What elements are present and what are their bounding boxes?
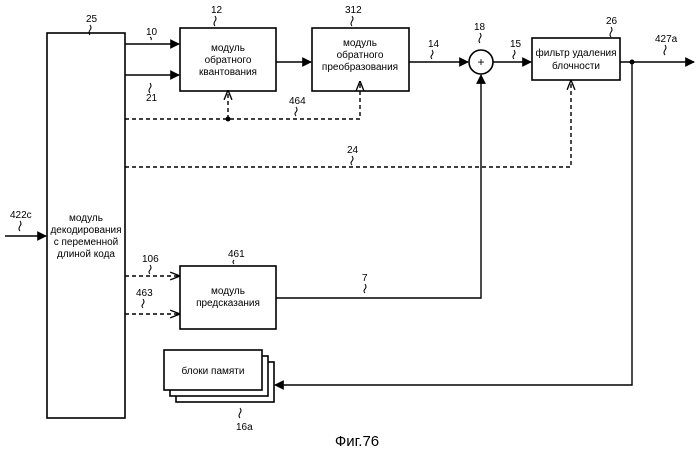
signal-7-arrow: [276, 75, 481, 298]
memory-blocks-stack: блоки памяти: [164, 350, 274, 402]
signal-464-junction: [226, 117, 231, 122]
ref-memory: 16a: [236, 422, 253, 433]
adder-symbol: +: [477, 55, 484, 69]
vld-block: модуль декодирования с переменной длиной…: [47, 33, 125, 418]
inv-quant-line-3: квантования: [199, 67, 257, 78]
ref-inv-quant: 12: [211, 5, 223, 16]
ref-prediction: 461: [228, 249, 245, 260]
ref-sig21: 21: [146, 93, 158, 104]
prediction-line-1: модуль: [211, 286, 245, 297]
inverse-quantization-block: модуль обратного квантования: [180, 28, 276, 91]
figure-caption: Фиг.76: [335, 433, 379, 449]
vld-line-1: модуль: [69, 213, 103, 224]
inverse-transform-block: модуль обратного преобразования: [312, 28, 409, 91]
ref-sig14: 14: [428, 39, 440, 50]
inv-transform-line-2: обратного: [337, 49, 384, 61]
ref-sig7: 7: [362, 273, 368, 284]
ref-sig106: 106: [142, 254, 159, 265]
ref-vld: 25: [86, 14, 98, 25]
vld-line-4: длиной кода: [57, 249, 115, 260]
prediction-block: модуль предсказания: [180, 266, 276, 329]
vld-line-3: с переменной: [54, 237, 119, 248]
vld-line-2: декодирования: [50, 225, 121, 236]
ref-deblock: 26: [606, 16, 618, 27]
ref-sig15: 15: [510, 39, 522, 50]
ref-sig24: 24: [347, 145, 359, 156]
adder: +: [469, 50, 493, 74]
ref-sig464: 464: [289, 96, 306, 107]
ref-input: 422c: [10, 210, 32, 221]
ref-sig10: 10: [146, 27, 158, 38]
deblocking-filter-block: фильтр удаления блочности: [532, 38, 620, 80]
inv-quant-line-2: обратного: [205, 54, 252, 66]
prediction-line-2: предсказания: [196, 298, 260, 309]
memory-label: блоки памяти: [182, 365, 245, 377]
feedback-to-memory: [275, 62, 632, 385]
deblock-line-1: фильтр удаления: [536, 47, 617, 59]
deblock-line-2: блочности: [552, 60, 600, 72]
ref-sig463: 463: [136, 288, 153, 299]
ref-output: 427a: [655, 34, 678, 45]
ref-inv-transform: 312: [345, 5, 362, 16]
inv-transform-line-3: преобразования: [322, 61, 398, 73]
inv-transform-line-1: модуль: [343, 38, 377, 49]
inv-quant-line-1: модуль: [211, 43, 245, 54]
ref-adder: 18: [474, 22, 486, 33]
